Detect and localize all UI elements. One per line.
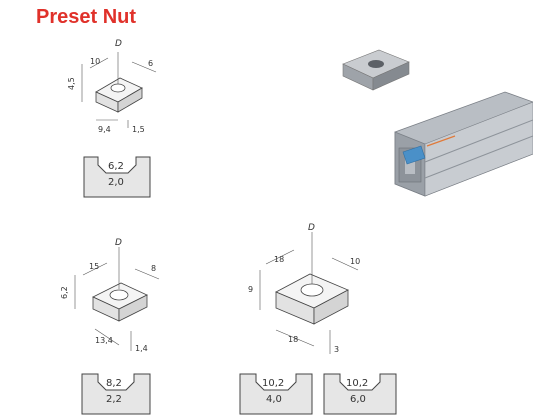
nut-drawing-medium: D 6,2 15 8 13,4 1,4 [60,238,160,353]
profile-top-value: 10,2 [262,378,284,389]
slot-profile-large-b: 10,2 6,0 [323,373,397,415]
dim-width-1: 10 [90,57,100,66]
dim-length: 18 [288,335,298,344]
profile-bottom-value: 4,0 [266,394,282,405]
profile-top-value: 8,2 [106,378,122,389]
profile-bottom-value: 2,2 [106,394,122,405]
dim-thickness: 3 [334,345,339,354]
dim-d: D [115,238,122,248]
profile-top-value: 10,2 [346,378,368,389]
dim-height: 9 [248,285,253,294]
dim-thickness: 1,4 [135,344,148,353]
dim-height: 4,5 [67,77,76,90]
dim-width-2: 8 [151,264,156,273]
dim-d: D [308,223,315,233]
dim-thickness: 1,5 [132,125,145,134]
slot-profile-large-a: 10,2 4,0 [239,373,313,415]
slot-profile-medium: 8,2 2,2 [81,373,151,415]
nut-drawing-large: D 18 10 9 18 3 [248,223,360,354]
extrusion-product-image [394,91,533,197]
dim-length: 13,4 [95,336,113,345]
profile-top-value: 6,2 [108,161,124,172]
profile-bottom-value: 2,0 [108,177,124,188]
slot-profile-small: 6,2 2,0 [83,156,151,198]
dim-d: D [115,39,122,49]
dim-width-2: 10 [350,257,360,266]
nut-drawing-small: D 4,5 10 6 9,4 1,5 [67,39,157,134]
dim-width-1: 15 [89,262,99,271]
profile-bottom-value: 6,0 [350,394,366,405]
nut-product-image [342,49,410,91]
dim-height: 6,2 [60,286,69,299]
dim-width-1: 18 [274,255,284,264]
page-title: Preset Nut [36,6,137,28]
dim-width-2: 6 [148,59,153,68]
dim-length: 9,4 [98,125,111,134]
